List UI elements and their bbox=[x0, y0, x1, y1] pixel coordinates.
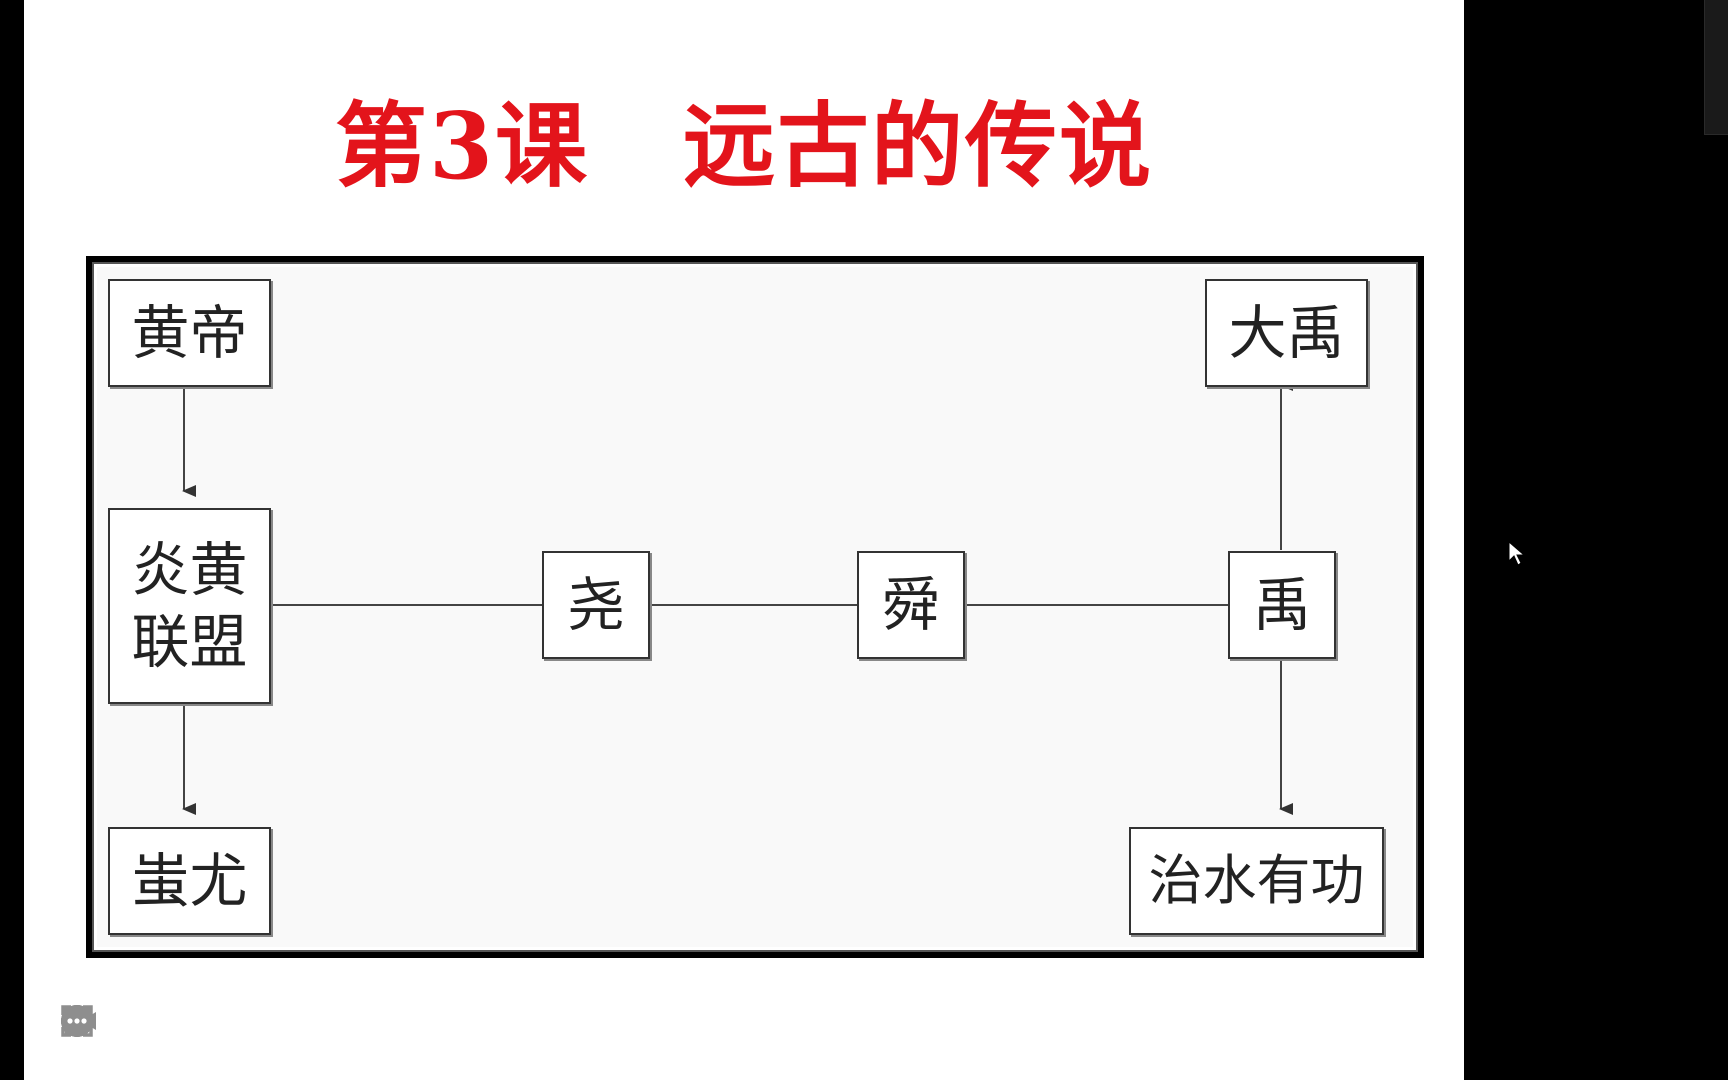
right-black-area bbox=[1464, 0, 1728, 1080]
diagram-frame: 黄帝 炎黄联盟 蚩尤 尧 舜 禹 大禹 治水有功 bbox=[86, 256, 1424, 958]
presentation-toolbar bbox=[60, 1004, 496, 1044]
slide-thumbnail-strip[interactable] bbox=[1704, 0, 1728, 135]
node-dayu: 大禹 bbox=[1205, 279, 1368, 387]
node-yao: 尧 bbox=[542, 551, 650, 659]
node-chiyou: 蚩尤 bbox=[108, 827, 271, 935]
slide-canvas: 第3课 远古的传说 bbox=[24, 0, 1464, 1080]
camera-button[interactable] bbox=[62, 1004, 364, 1044]
node-zhishui-yougong: 治水有功 bbox=[1129, 827, 1384, 935]
zoom-button[interactable] bbox=[61, 1004, 298, 1044]
flow-diagram: 黄帝 炎黄联盟 蚩尤 尧 舜 禹 大禹 治水有功 bbox=[92, 262, 1418, 952]
next-button[interactable] bbox=[61, 1004, 166, 1044]
node-huangdi: 黄帝 bbox=[108, 279, 271, 387]
slide-title: 第3课 远古的传说 bbox=[334, 92, 1153, 200]
ellipsis-icon bbox=[61, 1005, 93, 1037]
comment-button[interactable] bbox=[63, 1004, 430, 1044]
node-yu: 禹 bbox=[1228, 551, 1336, 659]
node-yanhuang-alliance: 炎黄联盟 bbox=[108, 508, 271, 704]
node-shun: 舜 bbox=[857, 551, 965, 659]
left-black-margin bbox=[0, 0, 24, 1080]
diagram-connectors bbox=[182, 378, 1293, 815]
pen-button[interactable] bbox=[66, 1004, 232, 1044]
more-button[interactable] bbox=[61, 1004, 496, 1044]
